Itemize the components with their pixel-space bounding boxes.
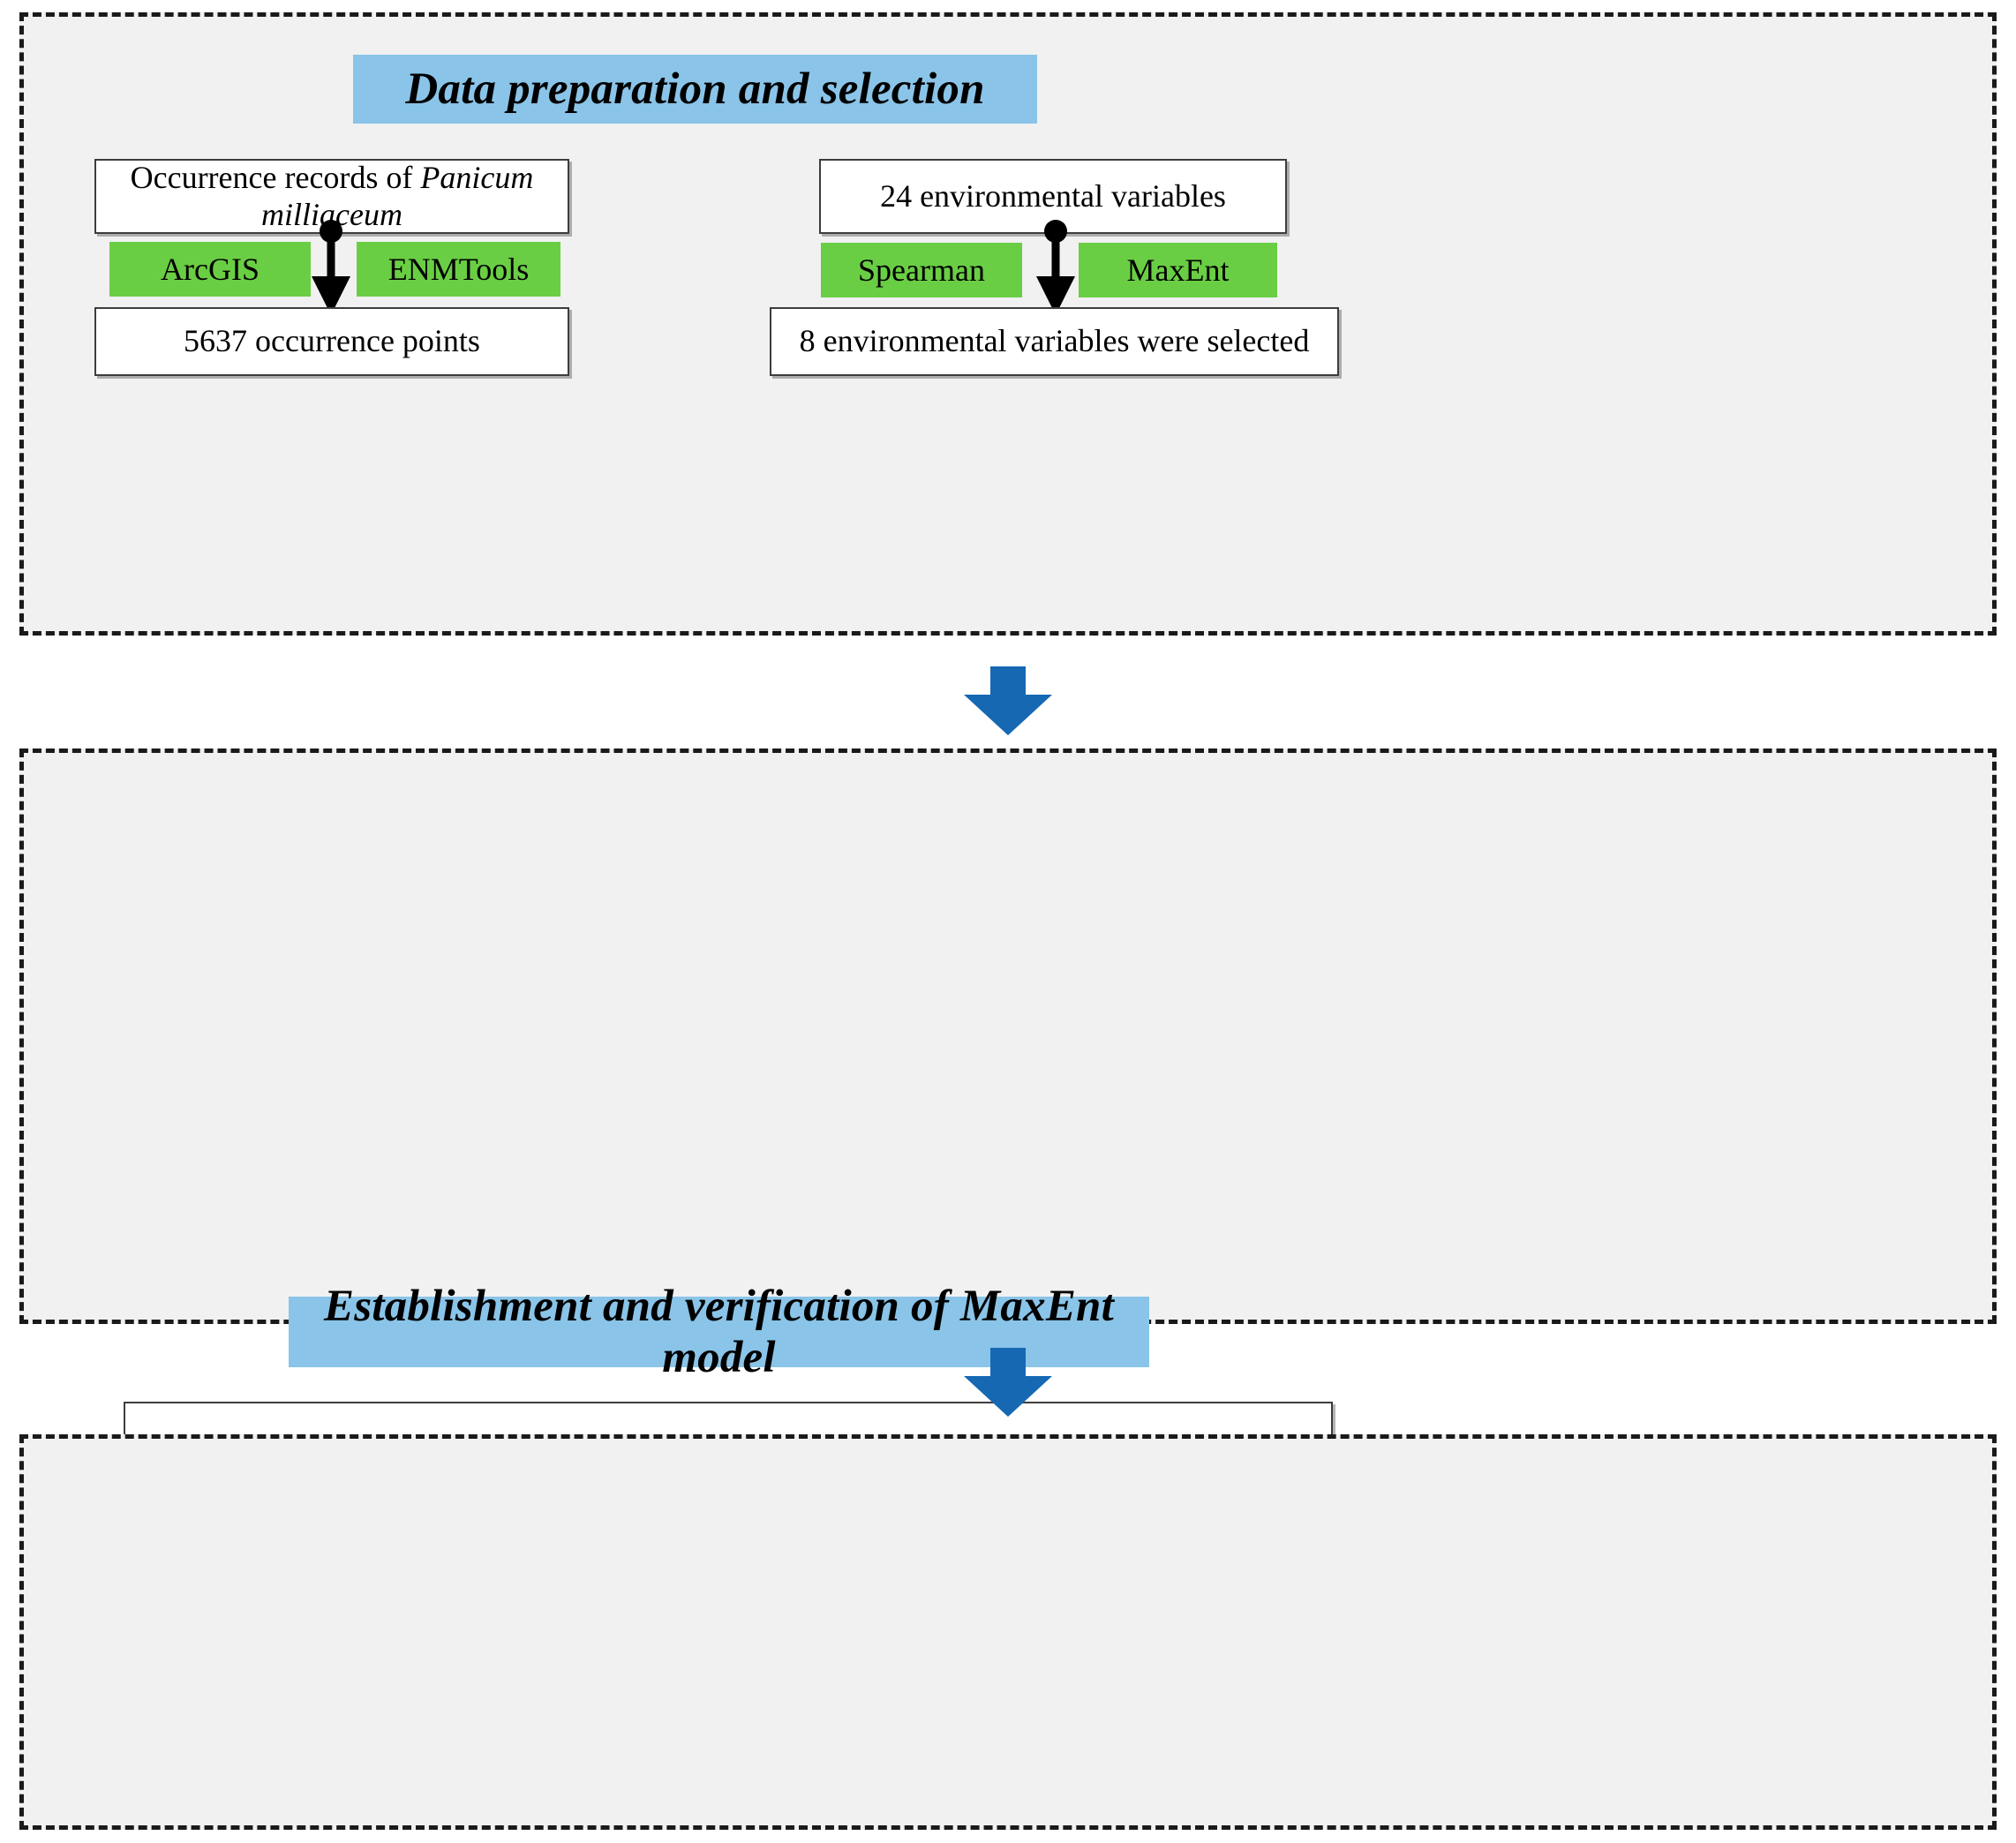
tool-box-enmtools: ENMTools xyxy=(357,242,560,297)
tool-box-maxent: MaxEnt xyxy=(1079,243,1277,297)
occurrence-records-prefix: Occurrence records of xyxy=(130,160,421,196)
connector-shaft xyxy=(327,236,335,276)
box-selected-environmental-variables: 8 environmental variables were selected xyxy=(770,307,1339,376)
section-comprehensive-evaluation: Comprehensive evaluation Current distrib… xyxy=(19,1434,1997,1830)
box-occurrence-points: 5637 occurrence points xyxy=(94,307,569,376)
connector-environmental-arrow xyxy=(1036,220,1075,315)
down-block-arrow-head-icon xyxy=(964,1376,1052,1417)
selected-environmental-variables-label: 8 environmental variables were selected xyxy=(799,323,1310,359)
tool-label-spearman: Spearman xyxy=(858,252,985,288)
tool-label-enmtools: ENMTools xyxy=(387,252,530,287)
environmental-variables-label: 24 environmental variables xyxy=(880,177,1226,214)
connector-occurrence-arrow xyxy=(312,220,350,315)
tool-label-arcgis: ArcGIS xyxy=(161,252,260,287)
flow-arrow-section2-to-section3 xyxy=(964,1348,1052,1417)
section-establishment-verification: Establishment and verification of MaxEnt… xyxy=(19,748,1997,1621)
connector-shaft xyxy=(1051,236,1060,276)
section-title-data-preparation: Data preparation and selection xyxy=(353,55,1037,124)
down-block-arrow-head-icon xyxy=(964,695,1052,735)
tool-label-maxent: MaxEnt xyxy=(1126,252,1230,288)
occurrence-points-label: 5637 occurrence points xyxy=(184,323,480,359)
tool-box-spearman: Spearman xyxy=(821,243,1022,297)
tool-box-arcgis: ArcGIS xyxy=(109,242,311,297)
box-environmental-variables: 24 environmental variables xyxy=(819,159,1287,234)
flow-arrow-section1-to-section2 xyxy=(964,666,1052,735)
